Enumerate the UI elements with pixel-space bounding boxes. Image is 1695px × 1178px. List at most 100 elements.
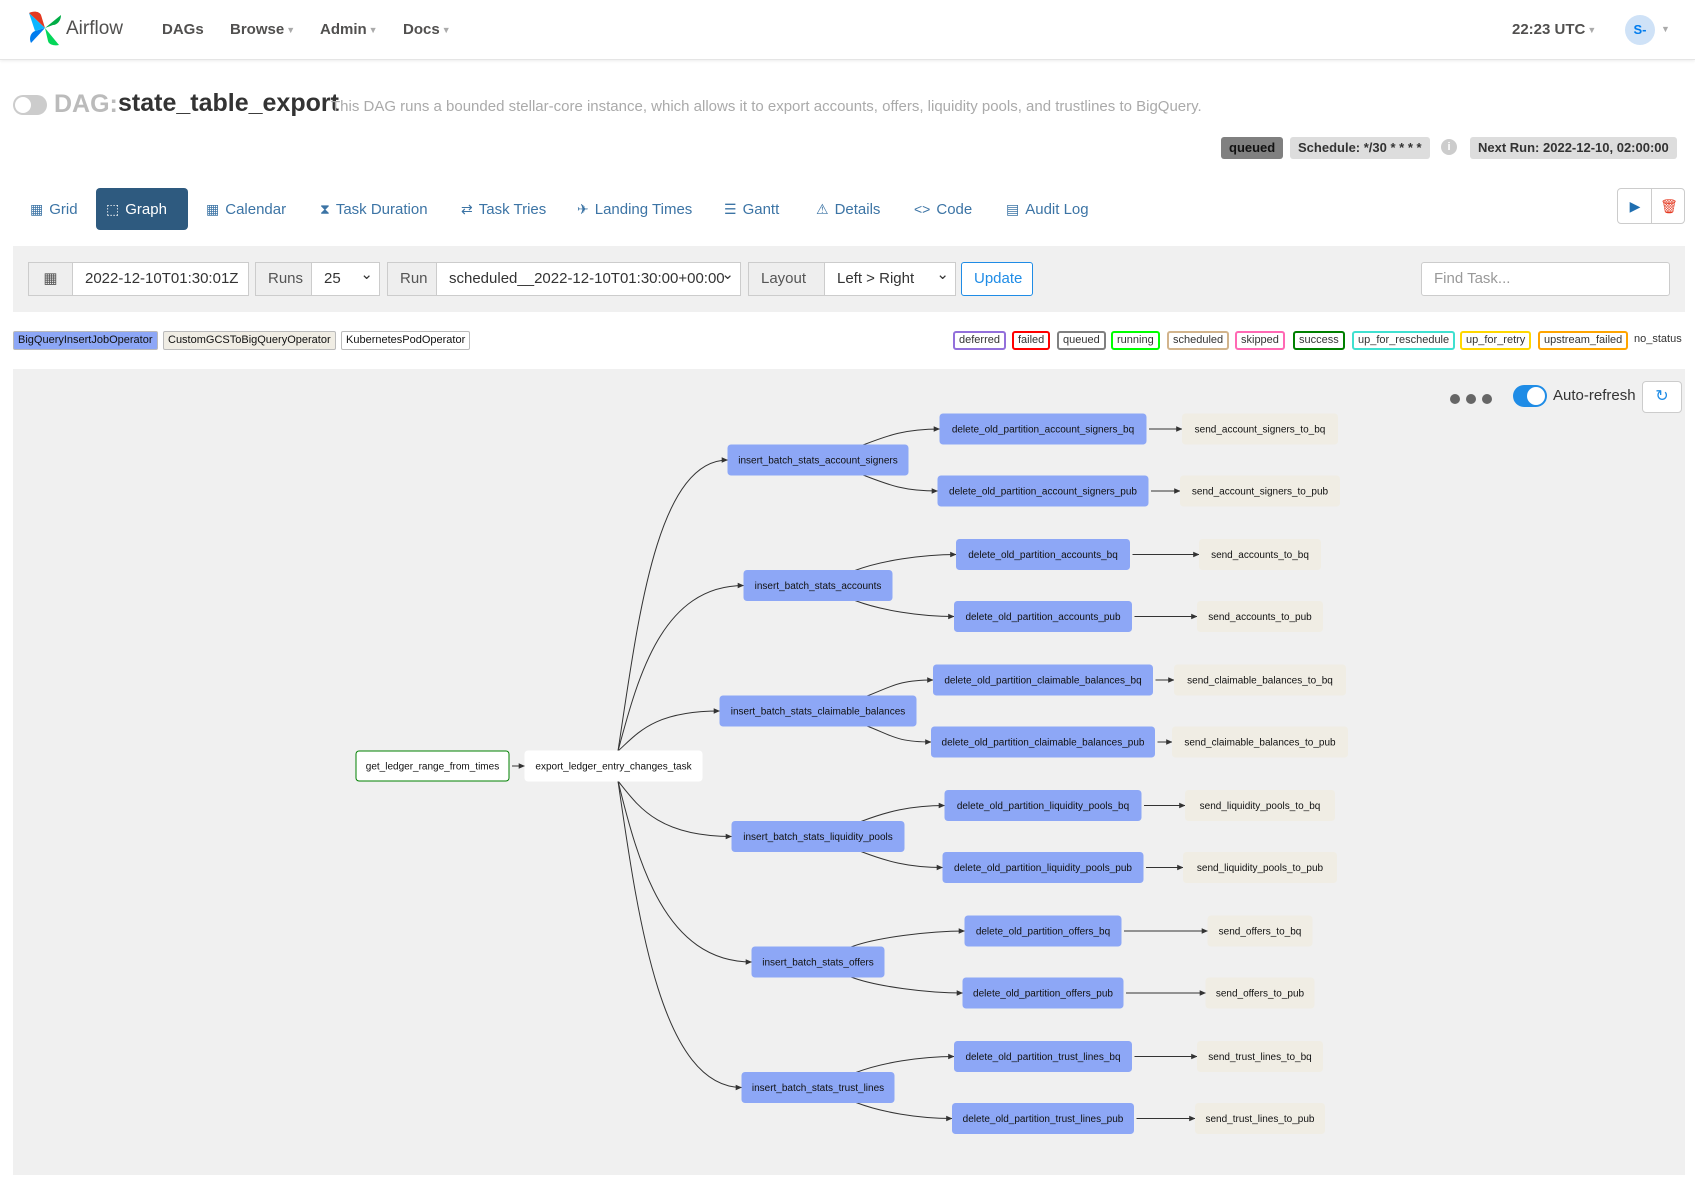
task-node-box[interactable] (954, 1041, 1132, 1072)
refresh-icon[interactable]: ↻ (1642, 381, 1682, 413)
legend-operator-kubernetespodoperator[interactable]: KubernetesPodOperator (341, 331, 471, 350)
task-node-box[interactable] (952, 1103, 1134, 1134)
task-node-send-offers-to-bq[interactable]: send_offers_to_bq (1207, 915, 1313, 947)
more-options-icon[interactable] (1450, 391, 1498, 409)
tab-landing-times[interactable]: ✈Landing Times (577, 201, 693, 218)
tab-calendar[interactable]: ▦Calendar (206, 201, 287, 218)
task-node-box[interactable] (731, 821, 905, 852)
task-node-delete-old-partition-offers-pub[interactable]: delete_old_partition_offers_pub (962, 977, 1124, 1009)
nav-admin[interactable]: Admin▼ (320, 21, 378, 38)
tab-graph[interactable]: ⬚Graph (96, 188, 188, 230)
task-node-insert-batch-stats-liquidity-pools[interactable]: insert_batch_stats_liquidity_pools (731, 821, 905, 852)
task-node-send-claimable-balances-to-bq[interactable]: send_claimable_balances_to_bq (1174, 664, 1346, 696)
nav-docs[interactable]: Docs▼ (403, 21, 451, 38)
task-node-box[interactable] (1185, 790, 1335, 821)
base-date-input[interactable]: 2022-12-10T01:30:01Z (72, 262, 249, 296)
task-node-delete-old-partition-trust-lines-bq[interactable]: delete_old_partition_trust_lines_bq (954, 1041, 1132, 1072)
task-node-delete-old-partition-claimable-balances-pub[interactable]: delete_old_partition_claimable_balances_… (931, 726, 1155, 758)
task-node-send-liquidity-pools-to-bq[interactable]: send_liquidity_pools_to_bq (1185, 790, 1335, 821)
task-node-send-claimable-balances-to-pub[interactable]: send_claimable_balances_to_pub (1172, 726, 1348, 758)
tab-task-tries[interactable]: ⇄Task Tries (461, 201, 547, 218)
legend-state-up-for-retry[interactable]: up_for_retry (1460, 331, 1532, 350)
task-node-box[interactable] (1183, 852, 1337, 883)
task-node-box[interactable] (939, 413, 1147, 445)
dag-graph-canvas[interactable]: Auto-refresh ↻ get_ledger_range_from_tim… (13, 369, 1685, 1175)
task-node-export-ledger-entry-changes-task[interactable]: export_ledger_entry_changes_task (524, 750, 703, 782)
task-node-box[interactable] (944, 790, 1142, 821)
task-node-delete-old-partition-liquidity-pools-bq[interactable]: delete_old_partition_liquidity_pools_bq (944, 790, 1142, 821)
task-node-box[interactable] (727, 444, 909, 476)
play-icon[interactable]: ▶ (1629, 198, 1641, 214)
run-select[interactable]: scheduled__2022-12-10T01:30:00+00:00 (436, 262, 741, 296)
info-icon[interactable]: i (1441, 139, 1457, 155)
dag-pause-toggle[interactable] (13, 95, 47, 115)
task-node-box[interactable] (954, 601, 1132, 632)
task-node-box[interactable] (956, 539, 1130, 570)
task-node-send-account-signers-to-pub[interactable]: send_account_signers_to_pub (1180, 475, 1340, 507)
task-node-box[interactable] (1207, 915, 1313, 947)
utc-clock[interactable]: 22:23 UTC ▼ (1512, 21, 1597, 38)
task-node-delete-old-partition-claimable-balances-bq[interactable]: delete_old_partition_claimable_balances_… (933, 664, 1153, 696)
tab-task-duration[interactable]: ⧗Task Duration (320, 201, 428, 218)
tab-gantt[interactable]: ☰Gantt (724, 201, 780, 218)
task-node-box[interactable] (937, 475, 1149, 507)
auto-refresh-toggle[interactable] (1513, 385, 1547, 407)
task-node-box[interactable] (751, 946, 885, 978)
trash-icon[interactable]: 🗑 (1660, 198, 1678, 214)
task-node-box[interactable] (1180, 475, 1340, 507)
task-node-box[interactable] (741, 1072, 895, 1103)
dag-graph[interactable]: get_ledger_range_from_times export_ledger… (13, 369, 1685, 1175)
layout-select[interactable]: Left > Right (824, 262, 956, 296)
legend-state-scheduled[interactable]: scheduled (1167, 331, 1230, 350)
brand-name[interactable]: Airflow (66, 18, 124, 39)
legend-state-up-for-reschedule[interactable]: up_for_reschedule (1352, 331, 1456, 350)
task-node-box[interactable] (1174, 664, 1346, 696)
airflow-logo-icon[interactable] (27, 9, 63, 47)
task-node-box[interactable] (964, 915, 1122, 947)
task-node-insert-batch-stats-accounts[interactable]: insert_batch_stats_accounts (743, 570, 893, 601)
legend-operator-customgcstobigqueryoperator[interactable]: CustomGCSToBigQueryOperator (163, 331, 336, 350)
task-node-box[interactable] (931, 726, 1155, 758)
tab-grid[interactable]: ▦Grid (30, 201, 78, 218)
task-node-delete-old-partition-offers-bq[interactable]: delete_old_partition_offers_bq (964, 915, 1122, 947)
update-button[interactable]: Update (961, 262, 1033, 296)
task-node-box[interactable] (1199, 539, 1321, 570)
task-node-insert-batch-stats-claimable-balances[interactable]: insert_batch_stats_claimable_balances (719, 695, 917, 727)
task-node-send-liquidity-pools-to-pub[interactable]: send_liquidity_pools_to_pub (1183, 852, 1337, 883)
legend-state-success[interactable]: success (1293, 331, 1345, 350)
task-node-box[interactable] (743, 570, 893, 601)
task-node-insert-batch-stats-account-signers[interactable]: insert_batch_stats_account_signers (727, 444, 909, 476)
legend-operator-bigqueryinsertjoboperator[interactable]: BigQueryInsertJobOperator (13, 331, 158, 350)
task-node-box[interactable] (1205, 977, 1315, 1009)
task-node-insert-batch-stats-offers[interactable]: insert_batch_stats_offers (751, 946, 885, 978)
task-node-box[interactable] (1195, 1103, 1325, 1134)
legend-state-deferred[interactable]: deferred (953, 331, 1006, 350)
user-avatar[interactable]: S- (1625, 15, 1655, 45)
task-node-get-ledger-range-from-times[interactable]: get_ledger_range_from_times (355, 750, 510, 782)
task-node-send-offers-to-pub[interactable]: send_offers_to_pub (1205, 977, 1315, 1009)
task-node-box[interactable] (1182, 413, 1338, 445)
legend-state-skipped[interactable]: skipped (1235, 331, 1285, 350)
legend-state-failed[interactable]: failed (1012, 331, 1051, 350)
task-node-box[interactable] (355, 750, 510, 782)
task-node-delete-old-partition-account-signers-pub[interactable]: delete_old_partition_account_signers_pub (937, 475, 1149, 507)
task-node-send-trust-lines-to-pub[interactable]: send_trust_lines_to_pub (1195, 1103, 1325, 1134)
legend-state-queued[interactable]: queued (1057, 331, 1106, 350)
task-node-box[interactable] (1172, 726, 1348, 758)
task-node-box[interactable] (1197, 601, 1323, 632)
task-node-send-account-signers-to-bq[interactable]: send_account_signers_to_bq (1182, 413, 1338, 445)
task-node-send-accounts-to-pub[interactable]: send_accounts_to_pub (1197, 601, 1323, 632)
legend-state-running[interactable]: running (1111, 331, 1160, 350)
runs-select[interactable]: 25 (311, 262, 380, 296)
task-node-insert-batch-stats-trust-lines[interactable]: insert_batch_stats_trust_lines (741, 1072, 895, 1103)
calendar-icon[interactable]: ▦ (28, 262, 73, 296)
chevron-down-icon[interactable]: ▼ (1661, 24, 1670, 34)
nav-dags[interactable]: DAGs (162, 21, 204, 38)
tab-details[interactable]: ⚠Details (816, 201, 881, 218)
tab-audit-log[interactable]: ▤Audit Log (1006, 201, 1089, 218)
nav-browse[interactable]: Browse▼ (230, 21, 296, 38)
task-node-send-accounts-to-bq[interactable]: send_accounts_to_bq (1199, 539, 1321, 570)
task-node-box[interactable] (524, 750, 703, 782)
task-node-box[interactable] (719, 695, 917, 727)
task-node-delete-old-partition-account-signers-bq[interactable]: delete_old_partition_account_signers_bq (939, 413, 1147, 445)
